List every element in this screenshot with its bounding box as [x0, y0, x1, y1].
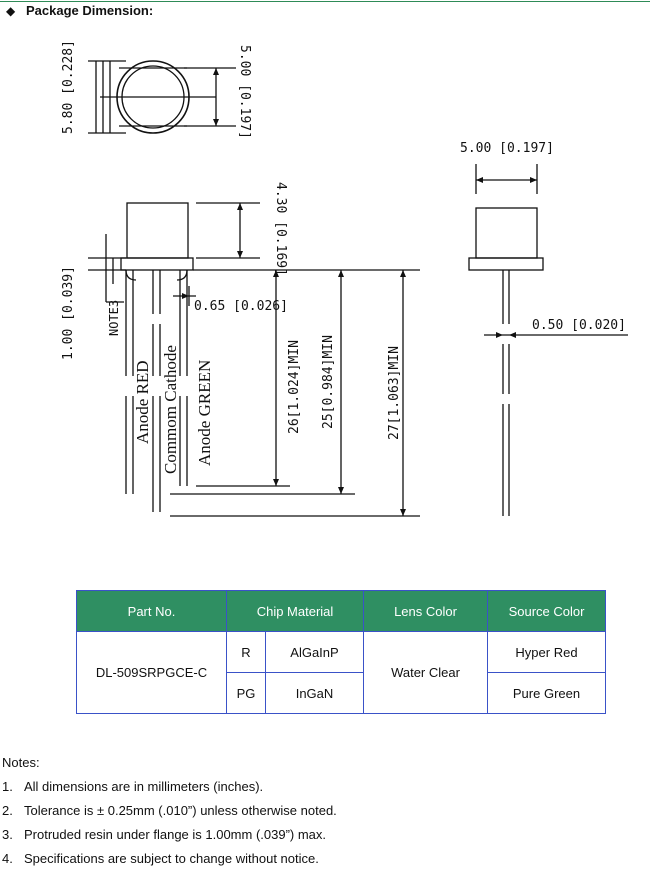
notes-title: Notes:: [2, 755, 40, 770]
note-text: Specifications are subject to change wit…: [24, 851, 319, 866]
table-header-row: Part No. Chip Material Lens Color Source…: [76, 590, 606, 632]
cell-source-color: Hyper Red: [487, 631, 606, 673]
table-row: DL-509SRPGCE-C R AlGaInP Water Clear Hyp…: [76, 631, 606, 714]
header-lens-color: Lens Color: [363, 590, 488, 632]
pin-label-common-cathode: Commom Cathode: [161, 345, 180, 474]
dim-lead-thickness-label: 0.50 [0.020]: [532, 318, 626, 333]
pin-label-anode-red: Anode RED: [133, 360, 152, 444]
dim-body-height-label: 5.80 [0.228]: [61, 40, 76, 134]
diamond-bullet-icon: ◆: [6, 4, 16, 18]
section-title: Package Dimension:: [26, 3, 154, 18]
cell-chip-code: PG: [226, 672, 266, 714]
note-item: 1. All dimensions are in millimeters (inc…: [2, 775, 337, 799]
header-chip-material: Chip Material: [226, 590, 364, 632]
dim-lead-long-label: 27[1.063]MIN: [387, 346, 402, 440]
front-view: [88, 202, 420, 517]
cell-chip-material: InGaN: [265, 672, 364, 714]
package-dimension-drawing: 5.80 [0.228] 5.00 [0.197] 5.00 [0.197] 4…: [61, 40, 628, 517]
dim-side-width-label: 5.00 [0.197]: [460, 141, 554, 156]
note-label: NOTE3: [107, 300, 121, 336]
top-view: [88, 60, 236, 134]
note-item: 2. Tolerance is ± 0.25mm (.010”) unless o…: [2, 799, 337, 823]
dim-flange-label: 1.00 [0.039]: [61, 266, 76, 360]
note-number: 4.: [2, 851, 13, 866]
cell-chip-code: R: [226, 631, 266, 673]
note-text: Protruded resin under flange is 1.00mm (…: [24, 827, 327, 842]
note-number: 1.: [2, 779, 13, 794]
note-item: 4. Specifications are subject to change w…: [2, 847, 337, 871]
note-number: 2.: [2, 803, 13, 818]
header-source-color: Source Color: [487, 590, 606, 632]
note-item: 3. Protruded resin under flange is 1.00mm…: [2, 823, 337, 847]
table-row: PG InGaN Pure Green: [77, 672, 606, 714]
cell-part-no: DL-509SRPGCE-C: [76, 631, 227, 714]
note-text: Tolerance is ± 0.25mm (.010”) unless oth…: [24, 803, 337, 818]
cell-chip-material: AlGaInP: [265, 631, 364, 673]
cell-source-color: Pure Green: [487, 672, 606, 714]
section-header: ◆ Package Dimension:: [0, 0, 650, 24]
notes-section: Notes: 1. All dimensions are in millimete…: [2, 751, 337, 871]
pin-label-anode-green: Anode GREEN: [195, 360, 214, 466]
dim-body-length-label: 4.30 [0.169]: [273, 182, 288, 276]
dim-lead-mid-label: 25[0.984]MIN: [321, 335, 336, 429]
dim-pin-width-label: 0.65 [0.026]: [194, 299, 288, 314]
dim-lens-diameter-label: 5.00 [0.197]: [237, 45, 252, 139]
spec-table: Part No. Chip Material Lens Color Source…: [76, 590, 606, 714]
cell-lens-color: Water Clear: [363, 631, 488, 714]
header-rule: [0, 1, 650, 2]
note-number: 3.: [2, 827, 13, 842]
side-view: [468, 164, 628, 516]
header-part-no: Part No.: [76, 590, 227, 632]
dim-lead-short-label: 26[1.024]MIN: [287, 340, 302, 434]
note-text: All dimensions are in millimeters (inche…: [24, 779, 264, 794]
